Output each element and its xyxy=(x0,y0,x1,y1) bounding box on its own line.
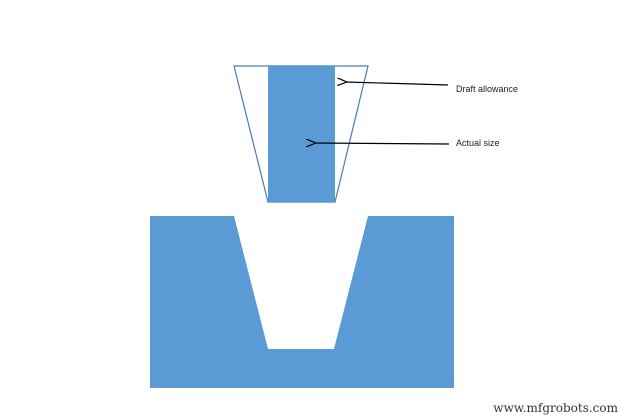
pattern-actual-size xyxy=(268,66,335,202)
mould-block xyxy=(150,216,454,388)
actual-size-arrow xyxy=(315,143,450,144)
actual-size-label: Actual size xyxy=(456,138,500,148)
draft-allowance-arrow xyxy=(346,82,449,85)
watermark: www.mfgrobots.com xyxy=(493,401,618,415)
draft-allowance-label: Draft allowance xyxy=(456,84,519,94)
